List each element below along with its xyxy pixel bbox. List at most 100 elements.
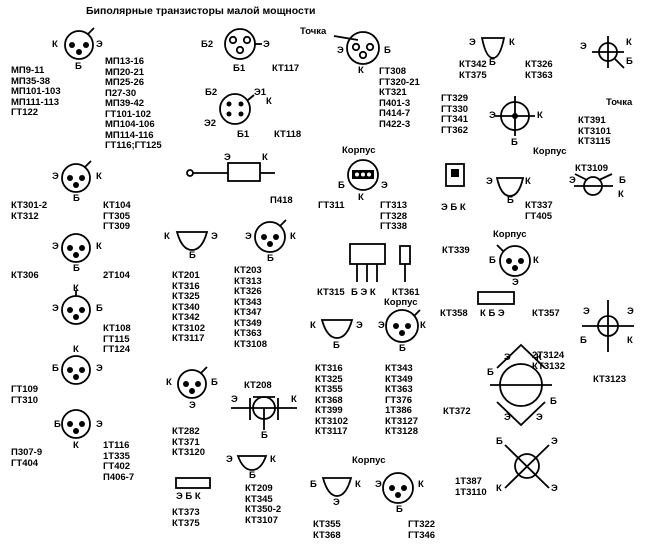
model-name: ГТ310 (11, 394, 39, 406)
pin-e: Э (627, 306, 634, 317)
model-name: КТ391 (578, 115, 606, 126)
pin-k: К (626, 37, 632, 48)
pkg-kt343b-drawing (385, 309, 421, 343)
pin-k: К (509, 37, 515, 48)
pin-k: К (73, 344, 79, 355)
pin-k: К (164, 231, 170, 242)
pin-e: Э (551, 483, 558, 494)
pkg-gt308-drawing (333, 31, 380, 65)
list-g3a: КТ306 (11, 270, 39, 282)
model-name: ГТ328 (380, 210, 408, 222)
pin-k: К (536, 352, 542, 363)
model-name: КТ363 (385, 384, 413, 395)
model-name: КТ3101 (578, 125, 611, 137)
model-name: 1Т335 (103, 450, 130, 462)
pkg-ebk-drawing (445, 163, 465, 187)
model-name: КТ3132 (532, 360, 565, 372)
model-name: КТ342 (459, 59, 487, 70)
model-name: КТ399 (315, 405, 343, 416)
pin-k: К (52, 39, 58, 50)
model-name: ГТ346 (408, 529, 436, 541)
model-name: КТ371 (172, 436, 200, 448)
model-name: КТ340 (172, 301, 200, 313)
pin-k: К (618, 189, 624, 200)
pkg-p307-drawing (61, 409, 91, 439)
model-name: 1Т116 (103, 440, 130, 451)
p418-label: П418 (270, 195, 293, 206)
pkg-kt117-drawing (224, 28, 262, 60)
model-name: КТ3127 (385, 415, 418, 427)
pin-b: Б (54, 419, 61, 430)
model-name: КТ108 (103, 323, 131, 334)
pin-b: Б (73, 193, 80, 204)
pin-e: Э (504, 412, 511, 423)
pkg-kt301-drawing (61, 160, 92, 193)
pkg-kt326-drawing (592, 36, 625, 69)
pkg-kt361-drawing (399, 245, 411, 282)
model-name: ГТ309 (103, 221, 131, 232)
model-name: КТ325 (315, 373, 343, 385)
model-name: КТ321 (379, 87, 407, 98)
model-name: КТ343 (234, 296, 262, 308)
pin-k: К (262, 152, 268, 163)
pins-ebk-1: Э Б К (441, 202, 466, 213)
model-name: МП13-16 (105, 56, 145, 67)
pin-b: Б (96, 303, 103, 314)
pkg-kt203-drawing (254, 219, 287, 253)
tochka-label-2: Точка (606, 97, 633, 108)
model-name: П307-9 (11, 447, 43, 458)
pin-e: Э (512, 277, 519, 288)
pkg-1t387-drawing (504, 444, 550, 489)
pin-e: Э (551, 436, 558, 447)
kt361-label: КТ361 (392, 287, 420, 298)
model-name: ГТ330 (441, 103, 469, 115)
model-name: КТ375 (172, 517, 200, 529)
pkg-kt306-drawing (61, 233, 91, 263)
model-name: МП20-21 (105, 66, 145, 78)
pin-b: Б (249, 470, 256, 481)
model-name: ГТ308 (379, 66, 407, 77)
model-name: КТ347 (234, 307, 262, 318)
kt117-label: КТ117 (272, 63, 300, 74)
pin-e: Э (245, 231, 252, 242)
pin-b: Б (267, 253, 274, 264)
model-name: ГТ320-21 (379, 76, 420, 88)
model-name: КТ301-2 (11, 200, 48, 211)
pin-b: Б (261, 430, 268, 441)
model-name: КТ209 (245, 483, 273, 494)
pin-e: Э (580, 41, 587, 52)
model-name: КТ363 (525, 69, 553, 81)
pkg-kt3109-drawing (574, 173, 613, 196)
model-name: ГТ305 (103, 210, 131, 222)
pin-e: Э (356, 320, 363, 331)
model-name: КТ282 (172, 426, 200, 437)
model-name: ГТ115 (103, 333, 130, 345)
pin-e: Э (381, 180, 388, 191)
pin-b: Б (580, 335, 587, 346)
model-name: 2Т3124 (532, 350, 565, 361)
kt315-label: КТ315 (317, 287, 345, 298)
pin-k: К (266, 96, 272, 107)
pin-k: К (418, 479, 424, 490)
model-name: ГТ405 (525, 210, 553, 222)
model-name: ГТ362 (441, 124, 469, 136)
pin-b: Б (496, 436, 503, 447)
pin-k: К (73, 283, 79, 294)
pin-e: Э (96, 39, 103, 50)
pkg-gt311-drawing (347, 159, 379, 191)
model-name: ГТ329 (441, 93, 469, 104)
pin-b2: Б2 (201, 39, 214, 50)
